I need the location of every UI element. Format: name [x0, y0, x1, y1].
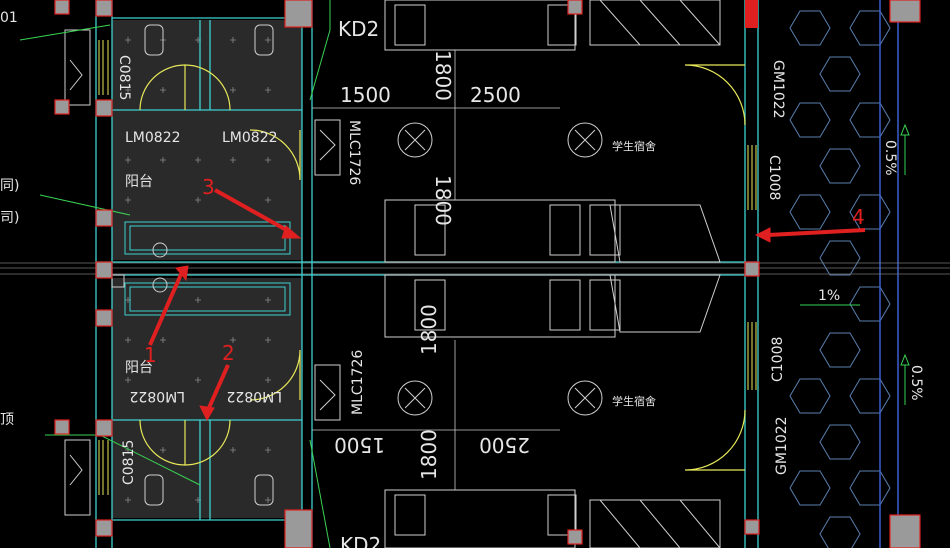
fan-icons [397, 122, 603, 416]
label-lm-bottom-right: LM0822 [226, 388, 282, 404]
label-kd2-bottom: KD2 [340, 533, 381, 548]
label-lm-bottom-left: LM0822 [129, 388, 185, 404]
label-frag-tong2: 司) [0, 210, 19, 226]
label-slope-top: 0.5% [882, 140, 898, 176]
label-c1008-top: C1008 [766, 155, 782, 200]
annotation-arrows [148, 188, 866, 422]
dim-1800-a: 1800 [431, 50, 455, 101]
label-c0815-bottom: C0815 [121, 440, 137, 485]
dim-1500-bottom: 1500 [334, 433, 385, 457]
balcony-hatch [112, 20, 302, 518]
hexagon-hatch [789, 10, 891, 548]
dim-1800-c: 1800 [417, 304, 441, 355]
marker-2: 2 [222, 341, 235, 365]
door-swings [139, 64, 746, 471]
dimension-lines [312, 50, 560, 490]
label-gm-top: GM1022 [770, 60, 786, 119]
label-frag-tong1: 同) [0, 178, 19, 194]
label-dorm-bottom: 学生宿舍 [612, 394, 656, 408]
label-frag-ding: 顶 [0, 412, 14, 428]
marker-1: 1 [144, 343, 157, 367]
label-c0815-top: C0815 [116, 55, 132, 100]
columns [54, 0, 921, 548]
dim-1800-d: 1800 [417, 429, 441, 480]
label-lm-top-right: LM0822 [222, 130, 278, 146]
fixtures [64, 24, 341, 516]
furniture [384, 0, 721, 548]
dim-2500-top: 2500 [470, 83, 521, 107]
label-mlc-bottom: MLC1726 [350, 350, 366, 415]
leader-lines [19, 0, 910, 548]
label-kd2-top: KD2 [338, 17, 379, 41]
dim-1800-b: 1800 [431, 175, 455, 226]
label-frag-top: 01 [0, 10, 18, 26]
label-balcony-bottom: 阳台 [125, 360, 153, 376]
label-slope-bottom: 0.5% [908, 365, 924, 401]
dim-2500-bottom: 2500 [479, 433, 530, 457]
label-gm-bottom: GM1022 [774, 416, 790, 475]
label-slope-mid: 1% [818, 288, 840, 304]
axis-lines [0, 262, 950, 275]
balcony-plus-marks [125, 37, 271, 503]
balcony-railings [124, 221, 291, 316]
red-column-top [745, 0, 758, 28]
label-mlc-top: MLC1726 [346, 120, 362, 185]
label-c1008-bottom: C1008 [770, 337, 786, 382]
label-lm-top-left: LM0822 [125, 130, 181, 146]
dim-1500-top: 1500 [340, 83, 391, 107]
marker-3: 3 [202, 175, 215, 199]
windows-left [98, 40, 757, 495]
marker-4: 4 [852, 205, 865, 229]
label-balcony-top: 阳台 [125, 174, 153, 190]
label-dorm-top: 学生宿舍 [612, 139, 656, 153]
